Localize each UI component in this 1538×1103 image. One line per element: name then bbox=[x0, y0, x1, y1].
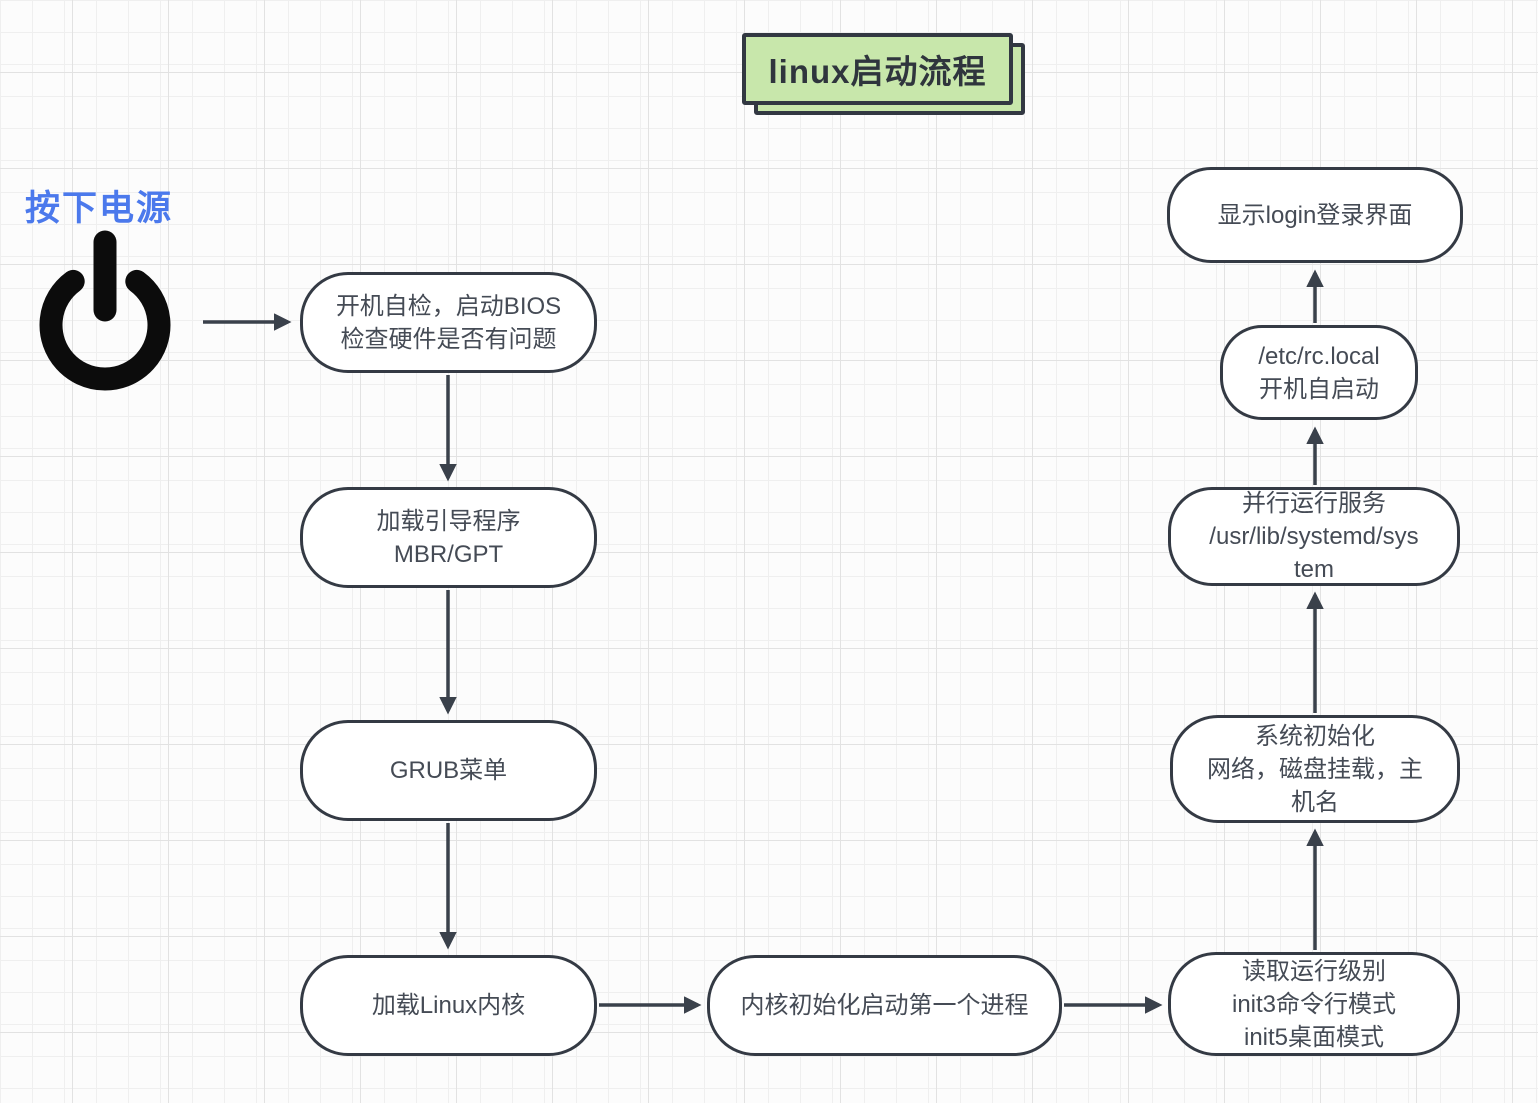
node-system-init: 系统初始化 网络，磁盘挂载，主 机名 bbox=[1170, 715, 1460, 823]
node-line: 开机自检，启动BIOS bbox=[335, 292, 562, 320]
node-load-kernel: 加载Linux内核 bbox=[300, 955, 597, 1056]
node-line: 系统初始化 bbox=[1255, 722, 1375, 750]
node-line: 加载引导程序 bbox=[376, 507, 521, 535]
node-line: 并行运行服务 bbox=[1242, 490, 1386, 517]
node-line: /etc/rc.local bbox=[1258, 342, 1380, 370]
node-line: /usr/lib/systemd/sys bbox=[1209, 523, 1419, 550]
node-line: MBR/GPT bbox=[393, 540, 504, 568]
diagram-title: linux启动流程 bbox=[742, 33, 1013, 105]
node-bootloader: 加载引导程序 MBR/GPT bbox=[300, 487, 597, 588]
node-runlevel: 读取运行级别 init3命令行模式 init5桌面模式 bbox=[1168, 952, 1460, 1056]
node-grub-menu: GRUB菜单 bbox=[300, 720, 597, 821]
node-line: init3命令行模式 bbox=[1231, 990, 1397, 1018]
node-parallel-services: 并行运行服务 /usr/lib/systemd/sys tem bbox=[1168, 487, 1460, 586]
node-rc-local: /etc/rc.local 开机自启动 bbox=[1220, 325, 1418, 420]
node-line: 加载Linux内核 bbox=[371, 992, 526, 1019]
node-line: 检查硬件是否有问题 bbox=[340, 325, 557, 353]
node-line: 开机自启动 bbox=[1259, 375, 1379, 403]
node-line: init5桌面模式 bbox=[1243, 1023, 1385, 1051]
node-kernel-init: 内核初始化启动第一个进程 bbox=[707, 955, 1062, 1056]
power-icon bbox=[39, 230, 171, 391]
node-line: 网络，磁盘挂载，主 bbox=[1207, 755, 1423, 783]
node-line: tem bbox=[1293, 556, 1334, 583]
node-line: 内核初始化启动第一个进程 bbox=[740, 992, 1029, 1019]
power-annotation: 按下电源 bbox=[25, 189, 174, 228]
node-line: GRUB菜单 bbox=[389, 757, 508, 784]
node-line: 机名 bbox=[1291, 788, 1339, 816]
node-bios-check: 开机自检，启动BIOS 检查硬件是否有问题 bbox=[300, 272, 597, 373]
node-line: 读取运行级别 bbox=[1242, 957, 1386, 985]
node-line: 显示login登录界面 bbox=[1217, 201, 1413, 229]
node-login-screen: 显示login登录界面 bbox=[1167, 167, 1463, 263]
